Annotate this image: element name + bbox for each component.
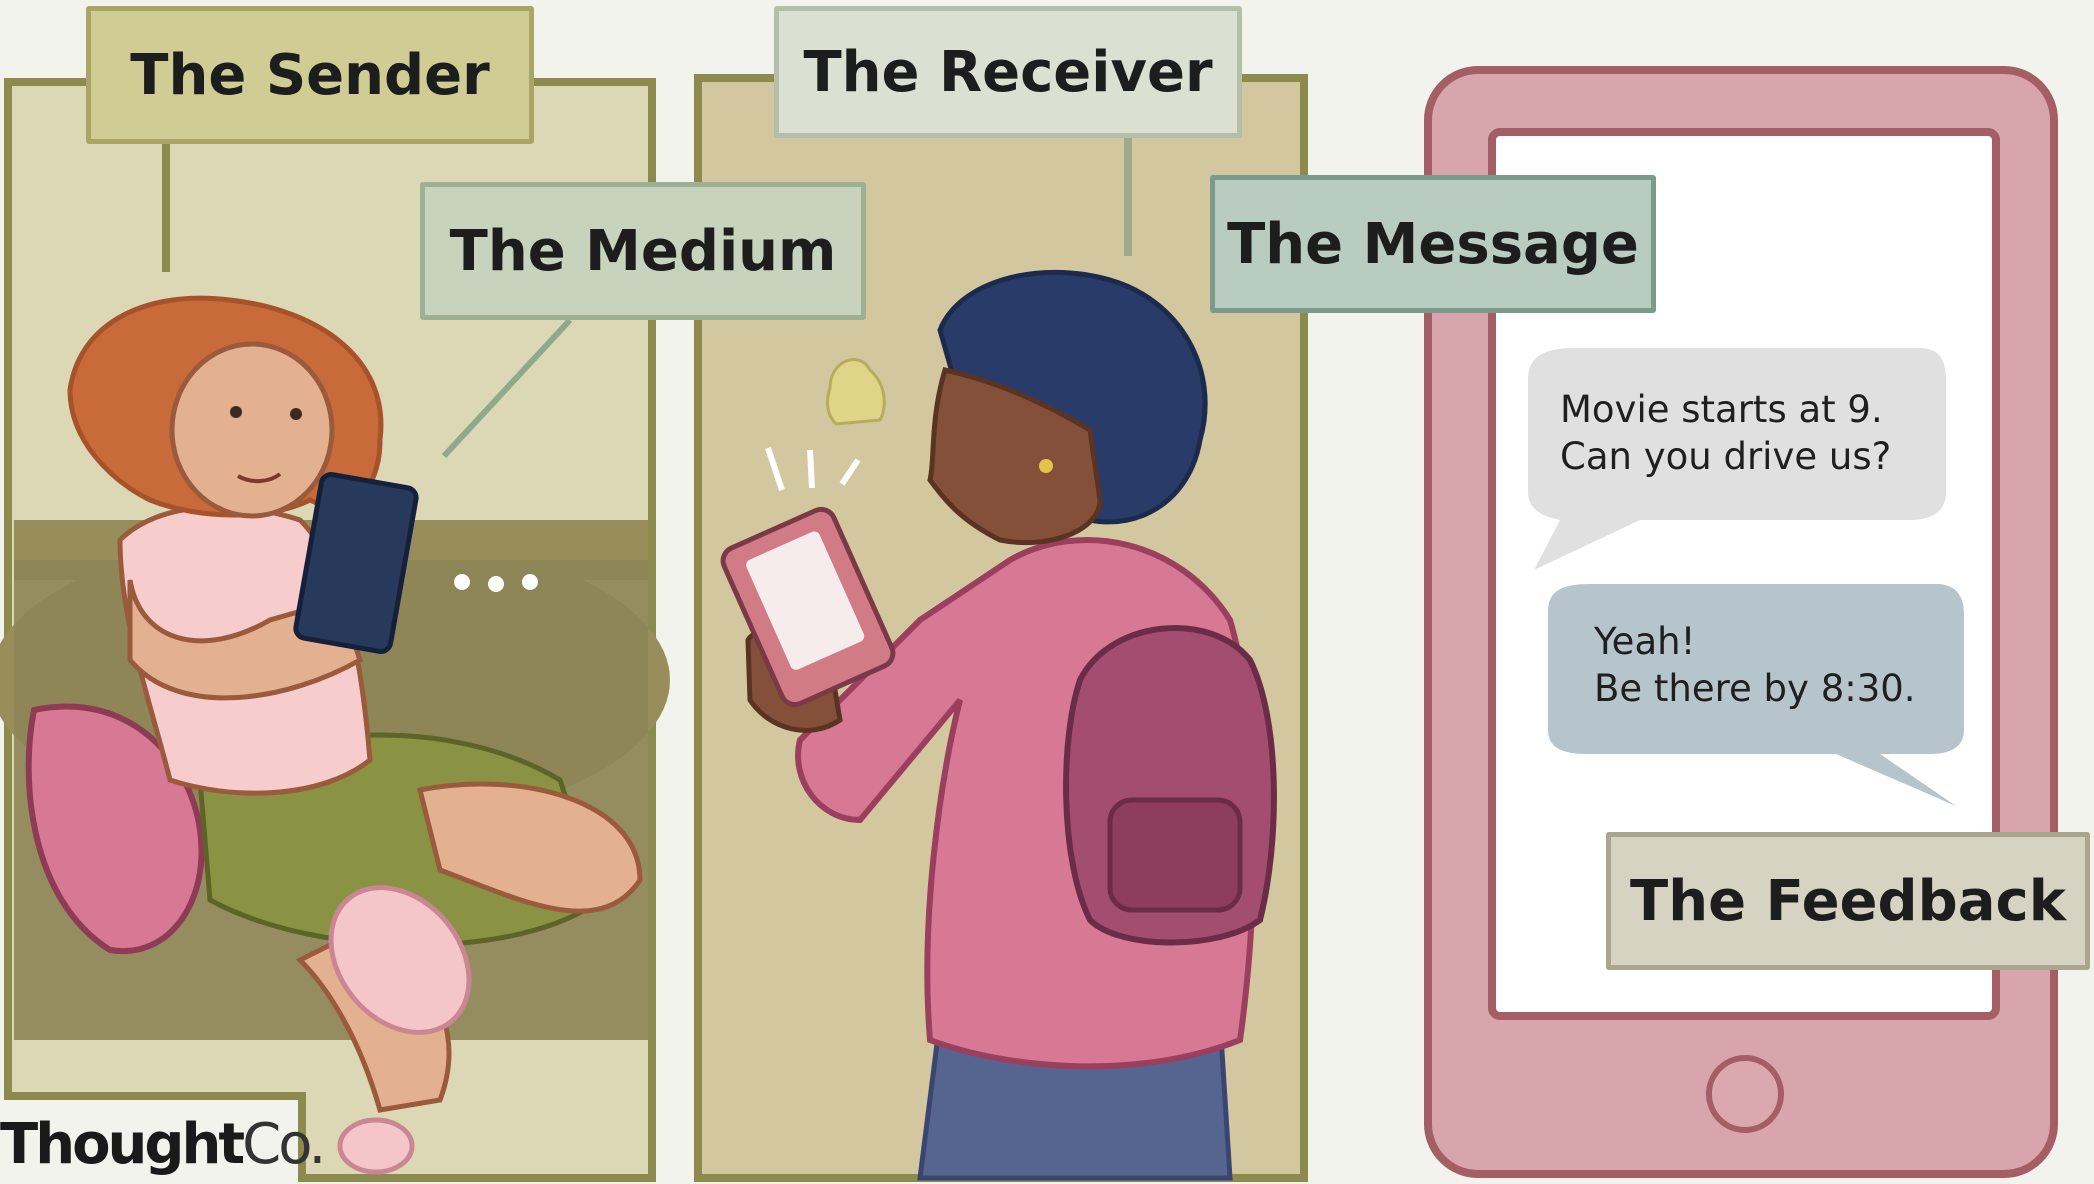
sender-phone — [293, 472, 419, 654]
receiver-backpack-pocket — [1107, 797, 1243, 913]
sender-shoe-bottom — [337, 1117, 415, 1175]
medium-label-connector — [441, 317, 573, 459]
logo-word-co: Co. — [242, 1112, 326, 1177]
typing-dot-2 — [488, 576, 504, 592]
incoming-message-text: Movie starts at 9. Can you drive us? — [1560, 388, 1892, 478]
sender-shoe — [328, 885, 472, 1035]
receiver-panel — [694, 74, 1308, 1182]
receiver-hair — [937, 269, 1208, 525]
receiver-figure — [720, 269, 1277, 1181]
sender-eye-left — [230, 406, 242, 418]
alert-line-1 — [765, 447, 785, 491]
logo-word-thought: Thought — [0, 1112, 245, 1177]
sender-panel — [0, 78, 670, 1182]
sender-leg — [416, 781, 643, 914]
alert-line-3 — [839, 458, 861, 486]
bell-icon — [826, 358, 886, 426]
receiver-phone-screen — [746, 531, 865, 670]
sender-face — [169, 341, 335, 519]
phone-home-button — [1706, 1055, 1784, 1133]
typing-dot-3 — [522, 574, 538, 590]
thoughtco-logo: ThoughtCo. — [0, 1112, 326, 1177]
receiver-label: The Receiver — [774, 6, 1242, 138]
sender-eye-right — [290, 408, 302, 420]
reply-message-text: Yeah! Be there by 8:30. — [1594, 620, 1916, 710]
incoming-message-bubble — [1528, 348, 1946, 570]
typing-dot-1 — [454, 574, 470, 590]
receiver-face — [927, 367, 1103, 546]
sender-label: The Sender — [86, 6, 534, 144]
sender-bag — [25, 703, 205, 955]
reply-message-bubble — [1548, 584, 1964, 806]
sender-figure — [25, 295, 643, 1175]
alert-line-2 — [807, 449, 815, 489]
message-label: The Message — [1210, 175, 1656, 313]
sender-mouth — [237, 472, 282, 483]
receiver-earring — [1039, 459, 1053, 473]
medium-label: The Medium — [420, 182, 866, 320]
sender-arm — [127, 579, 364, 701]
feedback-label: The Feedback — [1606, 832, 2090, 970]
